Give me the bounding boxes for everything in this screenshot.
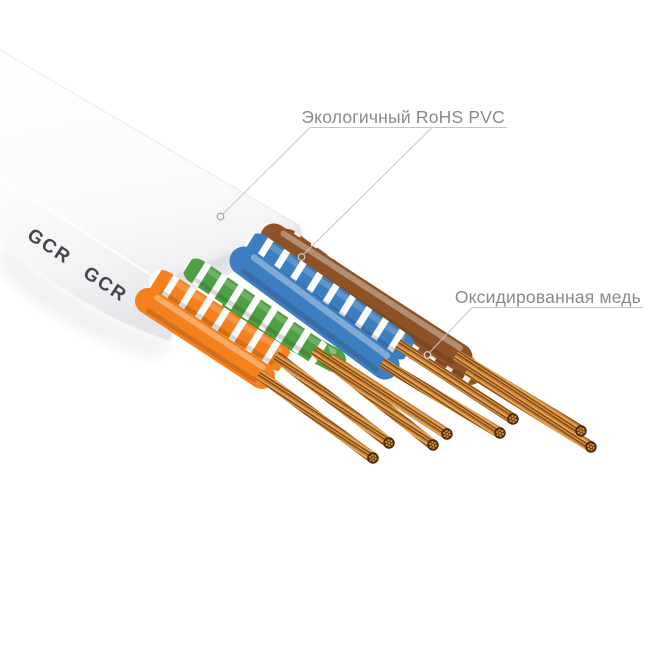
jacket-top-edge xyxy=(0,49,301,227)
leader-dot-pvc-1 xyxy=(297,253,306,261)
wire-brown-striped-copper-tip xyxy=(585,441,597,453)
wire-green-solid-copper-strands xyxy=(327,353,451,439)
leader-line-copper-0 xyxy=(429,307,473,353)
leader-dot-copper-0 xyxy=(423,351,432,359)
wire-green-striped-shade xyxy=(194,278,312,359)
wire-orange-striped-insulation xyxy=(149,270,292,371)
wire-orange-solid xyxy=(135,288,379,464)
leader-line-pvc-0 xyxy=(222,127,311,215)
wire-orange-striped-highlight xyxy=(168,276,283,353)
wire-orange-striped xyxy=(149,270,395,449)
callout-lines xyxy=(216,127,643,359)
wire-orange-striped-shade xyxy=(160,290,274,365)
wire-blue-striped-copper-strands xyxy=(394,339,517,424)
wire-blue-solid-insulation xyxy=(229,246,400,380)
wire-blue-solid-shade xyxy=(241,268,380,373)
leader-line-pvc-1 xyxy=(303,127,433,255)
cable-shadow xyxy=(0,240,175,358)
wire-orange-solid-highlight xyxy=(154,294,266,371)
jacket-ridge-highlight xyxy=(0,177,161,282)
wire-orange-solid-insulation xyxy=(135,288,275,389)
wire-orange-solid-shade xyxy=(146,308,257,383)
wire-blue-solid-copper-tip xyxy=(494,427,506,439)
wire-brown-striped-copper-strands xyxy=(463,365,594,452)
wire-brown-solid-copper-tip xyxy=(575,425,587,437)
wire-green-striped-insulation xyxy=(183,258,330,365)
wire-brown-solid-highlight xyxy=(280,230,464,351)
wire-blue-solid-highlight xyxy=(250,254,391,359)
wire-green-solid-copper-tip xyxy=(441,428,453,440)
wire-blue-solid xyxy=(229,246,506,439)
wire-orange-striped-copper-tip xyxy=(383,437,395,449)
wire-blue-striped-insulation xyxy=(244,233,415,360)
wire-orange-solid-copper-tip xyxy=(367,452,379,464)
wire-brown-solid-copper-strands xyxy=(452,350,584,436)
wire-orange-solid-copper-strands xyxy=(255,369,377,463)
wire-green-striped-highlight xyxy=(202,265,321,347)
label-oxidized-copper: Оксидированная медь xyxy=(455,287,641,307)
callout-labels: Экологичный RoHS PVC Оксидированная медь xyxy=(301,107,641,307)
label-rohs-pvc: Экологичный RoHS PVC xyxy=(301,107,505,127)
wire-blue-striped-copper-tip xyxy=(507,413,519,425)
wire-green-striped-copper-tip xyxy=(427,439,439,451)
jacket-top-face xyxy=(0,50,300,281)
wire-blue-striped-highlight xyxy=(264,240,406,341)
wire-green-striped-copper-strands xyxy=(310,345,437,450)
wire-pairs xyxy=(135,223,597,464)
wire-orange-striped-copper-strands xyxy=(272,351,393,448)
leader-dot-pvc-0 xyxy=(216,212,225,221)
wire-green-striped xyxy=(183,258,439,451)
wire-blue-solid-copper-strands xyxy=(378,357,503,438)
